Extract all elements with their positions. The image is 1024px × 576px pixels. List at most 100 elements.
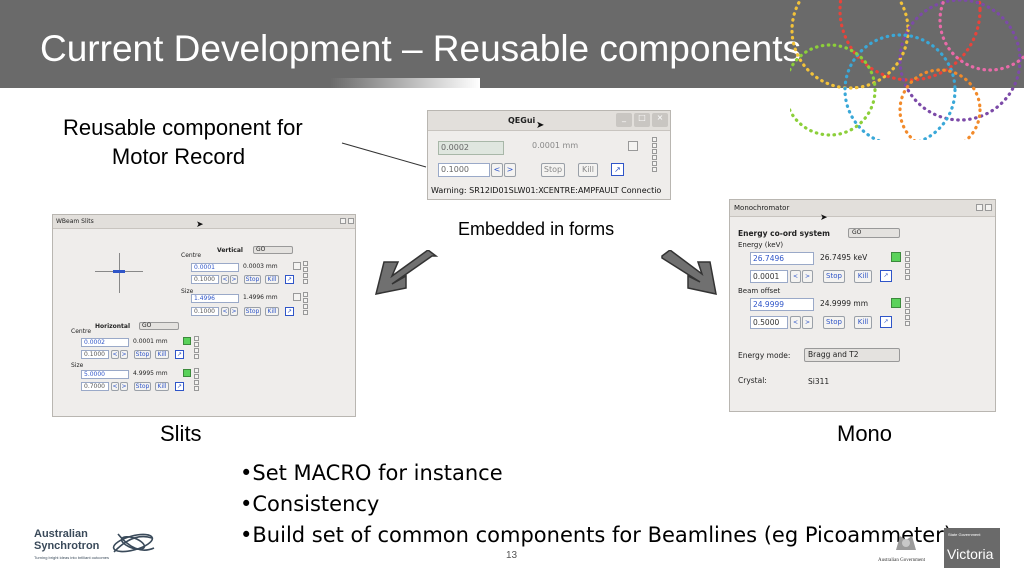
v-centre-kill[interactable]: Kill	[265, 275, 279, 284]
v-centre-step[interactable]: 0.1000	[191, 275, 219, 284]
h-size-leds	[194, 368, 199, 392]
h-centre-stop[interactable]: Stop	[134, 350, 151, 359]
bullet-item: •Build set of common components for Beam…	[240, 523, 952, 547]
coord-system-combo[interactable]: GO	[848, 228, 900, 238]
callout-line	[341, 142, 427, 168]
h-centre-inc[interactable]: >	[120, 350, 128, 359]
beam-marker	[113, 270, 125, 273]
title-bar	[0, 0, 1024, 88]
offset-stop[interactable]: Stop	[823, 316, 845, 329]
close-button[interactable]: ×	[652, 113, 668, 127]
offset-step[interactable]: 0.5000	[750, 316, 788, 329]
h-size-field[interactable]: 5.0000	[81, 370, 129, 379]
slits-title: WBeam Slits	[56, 218, 94, 225]
qegui-titlebar[interactable]: QEGui _ □ ×	[428, 111, 670, 131]
qegui-readback-field[interactable]: 0.0002	[438, 141, 504, 155]
qegui-kill-button[interactable]: Kill	[578, 163, 598, 177]
energy-mode-label: Energy mode:	[738, 351, 791, 360]
v-centre-open-icon[interactable]: ↗	[285, 275, 294, 284]
energy-stop[interactable]: Stop	[823, 270, 845, 283]
slits-restore-button[interactable]	[340, 218, 346, 224]
open-external-icon[interactable]: ↗	[611, 163, 624, 176]
qegui-status-leds	[652, 137, 657, 173]
mouse-cursor-icon: ➤	[536, 120, 545, 131]
maximize-button[interactable]: □	[634, 113, 650, 127]
title-bar-fade	[330, 78, 480, 88]
h-size-status-lamp	[183, 369, 191, 377]
decorative-dot-circles	[790, 0, 1024, 140]
slits-cursor-icon: ➤	[196, 219, 204, 229]
crystal-label: Crystal:	[738, 376, 767, 385]
v-size-stop[interactable]: Stop	[244, 307, 261, 316]
horizontal-mode-combo[interactable]: GO	[139, 322, 179, 330]
energy-open-icon[interactable]: ↗	[880, 270, 892, 282]
energy-kill[interactable]: Kill	[854, 270, 872, 283]
v-centre-field[interactable]: 0.0001	[191, 263, 239, 272]
qegui-dec-button[interactable]: <	[491, 163, 503, 177]
h-centre-kill[interactable]: Kill	[155, 350, 169, 359]
vertical-mode-combo[interactable]: GO	[253, 246, 293, 254]
crystal-value: Si311	[808, 377, 830, 386]
offset-inc[interactable]: >	[802, 316, 813, 329]
synchrotron-tagline: Turning bright ideas into brilliant outc…	[34, 555, 110, 560]
energy-inc[interactable]: >	[802, 270, 813, 283]
beam-offset-label: Beam offset	[738, 287, 781, 295]
v-centre-dec[interactable]: <	[221, 275, 229, 284]
offset-dec[interactable]: <	[790, 316, 801, 329]
v-size-readout: 1.4996 mm	[243, 294, 278, 301]
bullet-item: •Consistency	[240, 492, 380, 516]
v-centre-leds	[303, 261, 308, 285]
energy-step[interactable]: 0.0001	[750, 270, 788, 283]
mono-restore-button[interactable]	[976, 204, 983, 211]
v-size-step[interactable]: 0.1000	[191, 307, 219, 316]
h-centre-status-lamp	[183, 337, 191, 345]
h-size-kill[interactable]: Kill	[155, 382, 169, 391]
qegui-stop-button[interactable]: Stop	[541, 163, 565, 177]
mono-window: Monochromator Energy co-ord system GO En…	[729, 199, 996, 412]
v-centre-stop[interactable]: Stop	[244, 275, 261, 284]
energy-label: Energy (keV)	[738, 241, 784, 249]
h-size-inc[interactable]: >	[120, 382, 128, 391]
offset-open-icon[interactable]: ↗	[880, 316, 892, 328]
energy-leds	[905, 251, 910, 281]
energy-field[interactable]: 26.7496	[750, 252, 814, 265]
h-size-open-icon[interactable]: ↗	[175, 382, 184, 391]
v-size-inc[interactable]: >	[230, 307, 238, 316]
v-size-kill[interactable]: Kill	[265, 307, 279, 316]
left-arrow-icon	[374, 250, 439, 295]
v-centre-label: Centre	[181, 252, 202, 259]
minimize-button[interactable]: _	[616, 113, 632, 127]
coord-system-label: Energy co-ord system	[738, 229, 830, 238]
h-centre-dec[interactable]: <	[111, 350, 119, 359]
h-size-step[interactable]: 0.7000	[81, 382, 109, 391]
v-centre-inc[interactable]: >	[230, 275, 238, 284]
qegui-position-readout: 0.0001 mm	[532, 141, 579, 150]
h-size-dec[interactable]: <	[111, 382, 119, 391]
victoria-logo: State Government Victoria	[944, 528, 1000, 568]
v-size-open-icon[interactable]: ↗	[285, 307, 294, 316]
energy-mode-combo[interactable]: Bragg and T2	[804, 348, 900, 362]
qegui-inc-button[interactable]: >	[504, 163, 516, 177]
qegui-warning-text: Warning: SR12ID01SLW01:XCENTRE:AMPFAULT …	[431, 186, 662, 195]
v-size-status	[293, 293, 301, 301]
h-centre-step[interactable]: 0.1000	[81, 350, 109, 359]
qegui-step-field[interactable]: 0.1000	[438, 163, 490, 177]
mono-close-button[interactable]	[985, 204, 992, 211]
v-size-dec[interactable]: <	[221, 307, 229, 316]
slits-close-button[interactable]	[348, 218, 354, 224]
slits-titlebar[interactable]: WBeam Slits	[53, 215, 355, 229]
bullet-list: •Set MACRO for instance •Consistency •Bu…	[240, 458, 952, 551]
embedded-caption: Embedded in forms	[458, 219, 615, 239]
v-size-field[interactable]: 1.4996	[191, 294, 239, 303]
h-centre-field[interactable]: 0.0002	[81, 338, 129, 347]
h-size-stop[interactable]: Stop	[134, 382, 151, 391]
mono-titlebar[interactable]: Monochromator	[730, 200, 995, 217]
offset-field[interactable]: 24.9999	[750, 298, 814, 311]
v-centre-readout: 0.0003 mm	[243, 263, 278, 270]
mono-cursor-icon: ➤	[820, 212, 828, 222]
vertical-label: Vertical	[217, 247, 243, 254]
energy-dec[interactable]: <	[790, 270, 801, 283]
australian-synchrotron-logo: Australian Synchrotron Turning bright id…	[34, 528, 164, 568]
offset-kill[interactable]: Kill	[854, 316, 872, 329]
h-centre-open-icon[interactable]: ↗	[175, 350, 184, 359]
